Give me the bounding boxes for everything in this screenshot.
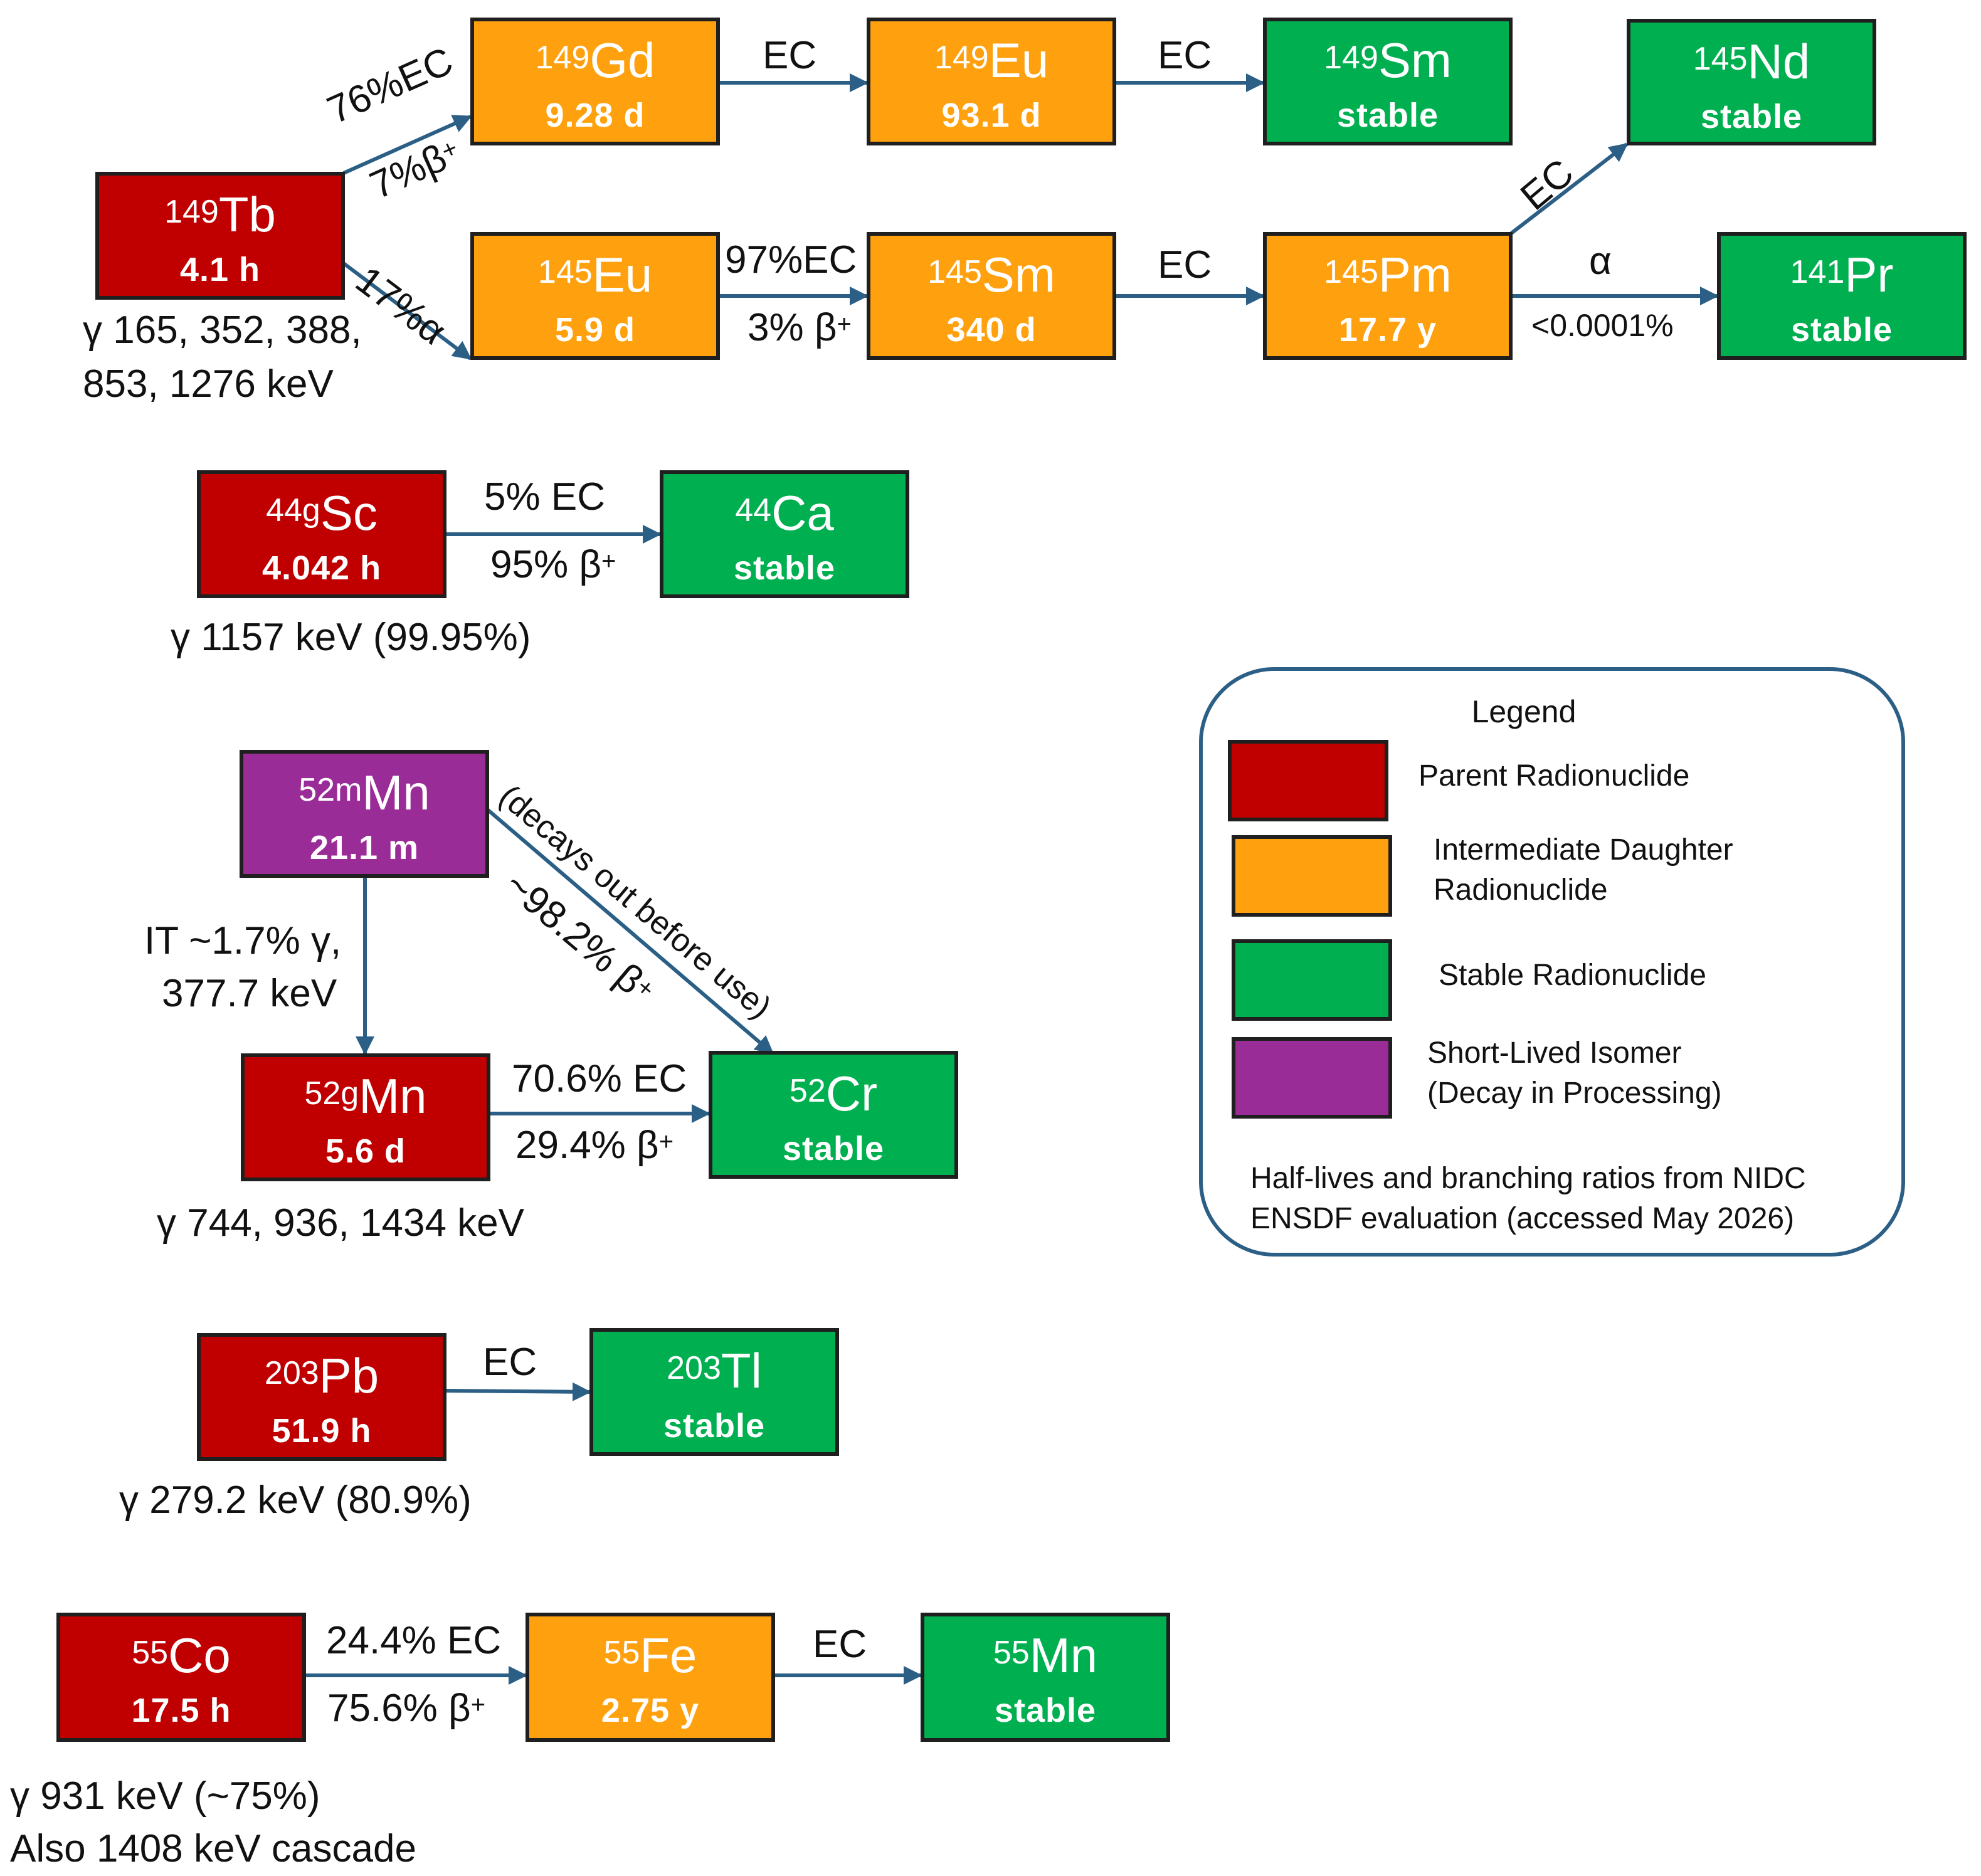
- gamma-co55-line2: Also 1408 keV cascade: [10, 1827, 416, 1870]
- legend-swatch-isomer: [1232, 1037, 1392, 1119]
- label-mn52g-ec: 70.6% EC: [512, 1057, 687, 1100]
- label-sc-bp: 95% β+: [490, 543, 616, 586]
- nuclide-pm145: 145Pm 17.7 y: [1263, 232, 1513, 360]
- arrow-mn52m-cr52: [485, 807, 774, 1055]
- nuclide-tb149: 149Tb 4.1 h: [95, 172, 345, 300]
- gamma-pb203: γ 279.2 keV (80.9%): [119, 1478, 472, 1522]
- arrow-pm145-nd145: [1510, 142, 1629, 235]
- gamma-mn52: γ 744, 936, 1434 keV: [157, 1201, 525, 1245]
- gamma-co55-line1: γ 931 keV (~75%): [10, 1774, 320, 1818]
- legend-swatch-intermediate: [1232, 835, 1392, 917]
- nuclide-mn55: 55Mn stable: [921, 1613, 1170, 1742]
- legend-text-isomer-1: Short-Lived Isomer: [1427, 1036, 1682, 1070]
- nuclide-mn52g: 52gMn 5.6 d: [241, 1053, 490, 1181]
- legend-swatch-parent: [1228, 740, 1388, 821]
- label-mn52g-bp: 29.4% β+: [515, 1124, 674, 1167]
- legend-text-isomer-2: (Decay in Processing): [1427, 1077, 1722, 1110]
- label-mn52m-it-1: IT ~1.7% γ,: [144, 919, 342, 962]
- arrow-tb149-gd149: [342, 115, 472, 175]
- nuclide-sm149: 149Sm stable: [1263, 18, 1513, 145]
- nuclide-gd149: 149Gd 9.28 d: [470, 18, 720, 145]
- label-fe-ec: EC: [813, 1623, 867, 1666]
- label-pm-pr-alpha: α: [1589, 240, 1612, 283]
- label-co-ec: 24.4% EC: [326, 1619, 502, 1662]
- nuclide-eu145: 145Eu 5.9 d: [470, 232, 720, 360]
- nuclide-nd145: 145Nd stable: [1627, 19, 1876, 145]
- label-pb-ec: EC: [483, 1341, 537, 1384]
- arrow-pb203-tl203: [446, 1382, 591, 1401]
- label-mn52m-it-2: 377.7 keV: [162, 972, 337, 1015]
- gamma-tb149-line2: 853, 1276 keV: [83, 362, 334, 406]
- legend-source-note: Half-lives and branching ratios from NID…: [1250, 1162, 1806, 1235]
- gamma-tb149-line1: γ 165, 352, 388,: [83, 308, 362, 352]
- label-eu145-sm145-ec: 97%EC: [725, 238, 857, 282]
- label-gd-eu: EC: [763, 34, 817, 77]
- nuclide-pb203: 203Pb 51.9 h: [197, 1333, 446, 1461]
- nuclide-mn52m: 52mMn 21.1 m: [240, 750, 489, 878]
- arrow-tb149-eu145: [342, 261, 472, 361]
- legend-text-intermediate-2: Radionuclide: [1434, 873, 1608, 907]
- label-sm145-pm: EC: [1158, 243, 1212, 287]
- nuclide-cr52: 52Cr stable: [709, 1051, 958, 1179]
- legend-panel: Legend Parent Radionuclide Intermediate …: [1199, 667, 1905, 1257]
- label-sc-ec: 5% EC: [484, 475, 605, 519]
- nuclide-sm145: 145Sm 340 d: [867, 232, 1116, 360]
- legend-text-parent: Parent Radionuclide: [1418, 759, 1690, 793]
- nuclide-co55: 55Co 17.5 h: [56, 1613, 306, 1742]
- label-eu145-sm145-bp: 3% β+: [747, 306, 852, 349]
- gamma-sc44: γ 1157 keV (99.95%): [171, 616, 531, 659]
- legend-text-intermediate-1: Intermediate Daughter: [1434, 833, 1733, 867]
- label-eu-sm: EC: [1158, 34, 1212, 77]
- label-co-bp: 75.6% β+: [327, 1687, 486, 1730]
- legend-swatch-stable: [1232, 939, 1392, 1021]
- legend-text-stable: Stable Radionuclide: [1439, 959, 1706, 992]
- nuclide-ca44: 44Ca stable: [660, 470, 909, 598]
- nuclide-fe55: 55Fe 2.75 y: [526, 1613, 775, 1742]
- nuclide-pr141: 141Pr stable: [1717, 232, 1967, 360]
- nuclide-eu149: 149Eu 93.1 d: [867, 18, 1116, 145]
- nuclide-tl203: 203Tl stable: [589, 1328, 839, 1456]
- legend-title: Legend: [1471, 694, 1577, 729]
- label-pm-pr-pct: <0.0001%: [1531, 308, 1674, 343]
- nuclide-sc44g: 44gSc 4.042 h: [197, 470, 446, 598]
